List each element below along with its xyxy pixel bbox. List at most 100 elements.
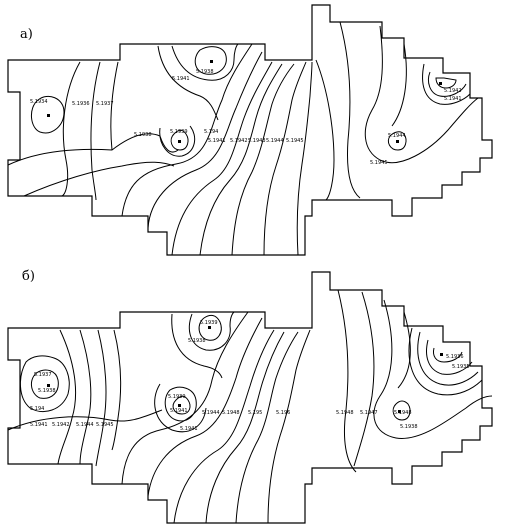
contour-line	[353, 291, 375, 467]
contour-line	[31, 96, 65, 134]
contour-label: 5.1936	[72, 101, 90, 107]
contour-label: 5.1942	[230, 138, 248, 144]
contour-line	[57, 329, 77, 465]
contour-line	[315, 59, 335, 201]
contour-line	[194, 46, 227, 75]
contour-line	[23, 161, 175, 197]
contour-label: 5.194	[30, 406, 44, 412]
contour-line	[147, 51, 263, 229]
contour-line	[408, 327, 483, 396]
contour-line	[170, 129, 189, 151]
well-marker	[47, 114, 50, 117]
contour-label: 5.1945	[286, 138, 304, 144]
contour-label: 5.1939	[170, 129, 188, 135]
contour-line	[110, 61, 119, 151]
contour-line	[387, 131, 407, 151]
contour-line	[164, 386, 197, 422]
contour-line	[435, 77, 457, 89]
contour-label: 5.1941	[180, 426, 198, 432]
contour-line	[373, 299, 493, 439]
contour-label: 5.195	[248, 410, 262, 416]
panel-b-contour-labels: 5.1937 5.1938 5.194 5.1941 5.1942 5.1944…	[30, 320, 470, 432]
contour-line	[391, 43, 407, 127]
contour-line	[417, 331, 479, 386]
contour-line	[392, 400, 411, 421]
contour-line	[267, 329, 311, 524]
contour-line	[147, 317, 263, 497]
contour-line	[159, 125, 196, 157]
contour-label: 5.196	[276, 410, 290, 416]
contour-line	[427, 71, 467, 97]
contour-line	[364, 25, 479, 164]
contour-label: 5.1941	[172, 76, 190, 82]
contour-label: 5.1938	[196, 69, 214, 75]
well-marker	[440, 353, 443, 356]
contour-line	[397, 311, 411, 389]
contour-line	[263, 61, 307, 256]
contour-label: 5.1947	[360, 410, 378, 416]
well-marker	[439, 82, 442, 85]
contour-line	[198, 314, 222, 341]
panel-b-map: б)	[7, 269, 493, 524]
contour-label: 5.1948	[394, 410, 412, 416]
contour-label: 5.1948	[336, 410, 354, 416]
well-marker	[47, 384, 50, 387]
contour-line	[90, 61, 101, 201]
well-marker	[178, 404, 181, 407]
contour-line	[111, 329, 122, 451]
contour-line	[433, 347, 463, 363]
contour-label: 5.1942	[444, 88, 462, 94]
panel-a-map: а)	[7, 4, 493, 256]
contour-line	[171, 313, 223, 379]
contour-label: 5.1941	[444, 96, 462, 102]
contour-label: 5.1943	[248, 138, 266, 144]
contour-line	[31, 369, 59, 399]
contour-line	[173, 329, 275, 524]
contour-label: 5.1939	[168, 394, 186, 400]
contour-line	[199, 63, 283, 256]
contour-line	[172, 395, 191, 415]
contour-label: 5.1941	[208, 138, 226, 144]
contour-label: 5.1944	[202, 410, 220, 416]
panel-b-letter: б)	[22, 269, 35, 284]
contour-label: 5.1944	[266, 138, 284, 144]
panel-a-letter: а)	[20, 27, 33, 42]
contour-label: 5.1937	[96, 101, 114, 107]
contour-line	[7, 409, 163, 431]
contour-line	[188, 311, 235, 351]
well-marker	[210, 60, 213, 63]
contour-label: 5.1941	[30, 422, 48, 428]
contour-line	[121, 311, 249, 485]
contour-label: 5.1942	[52, 422, 70, 428]
contour-line	[231, 63, 295, 256]
contour-line	[171, 61, 273, 256]
contour-label: 5.1948	[222, 410, 240, 416]
contour-line	[235, 331, 299, 524]
contour-label: 5.1938	[134, 132, 152, 138]
panel-a-contour-labels: 5.1934 5.1936 5.1937 5.1938 5.1938 5.194…	[30, 69, 462, 166]
contour-line	[337, 289, 357, 473]
contour-label: 5.1945	[96, 422, 114, 428]
contour-line	[205, 331, 285, 524]
well-marker	[208, 326, 211, 329]
contour-label: 5.1938	[38, 388, 56, 394]
contour-label: 5.1944	[388, 133, 406, 139]
contour-label: 5.1935	[452, 364, 470, 370]
contour-line	[20, 355, 70, 412]
contour-line	[296, 61, 313, 256]
contour-line	[422, 63, 471, 105]
contour-label: 5.1934	[30, 99, 48, 105]
contour-label: 5.1936	[446, 354, 464, 360]
contour-label: 5.1938	[188, 338, 206, 344]
well-marker	[178, 140, 181, 143]
contour-line	[95, 329, 107, 467]
contour-label: 5.1938	[400, 424, 418, 430]
contour-label: 5.1944	[76, 422, 94, 428]
contour-line	[79, 329, 92, 465]
contour-label: 5.1937	[34, 372, 52, 378]
contour-label: 5.1941	[170, 408, 188, 414]
contour-label: 5.194	[204, 129, 218, 135]
well-marker	[396, 140, 399, 143]
contour-line	[121, 43, 253, 217]
contour-line	[154, 383, 207, 433]
